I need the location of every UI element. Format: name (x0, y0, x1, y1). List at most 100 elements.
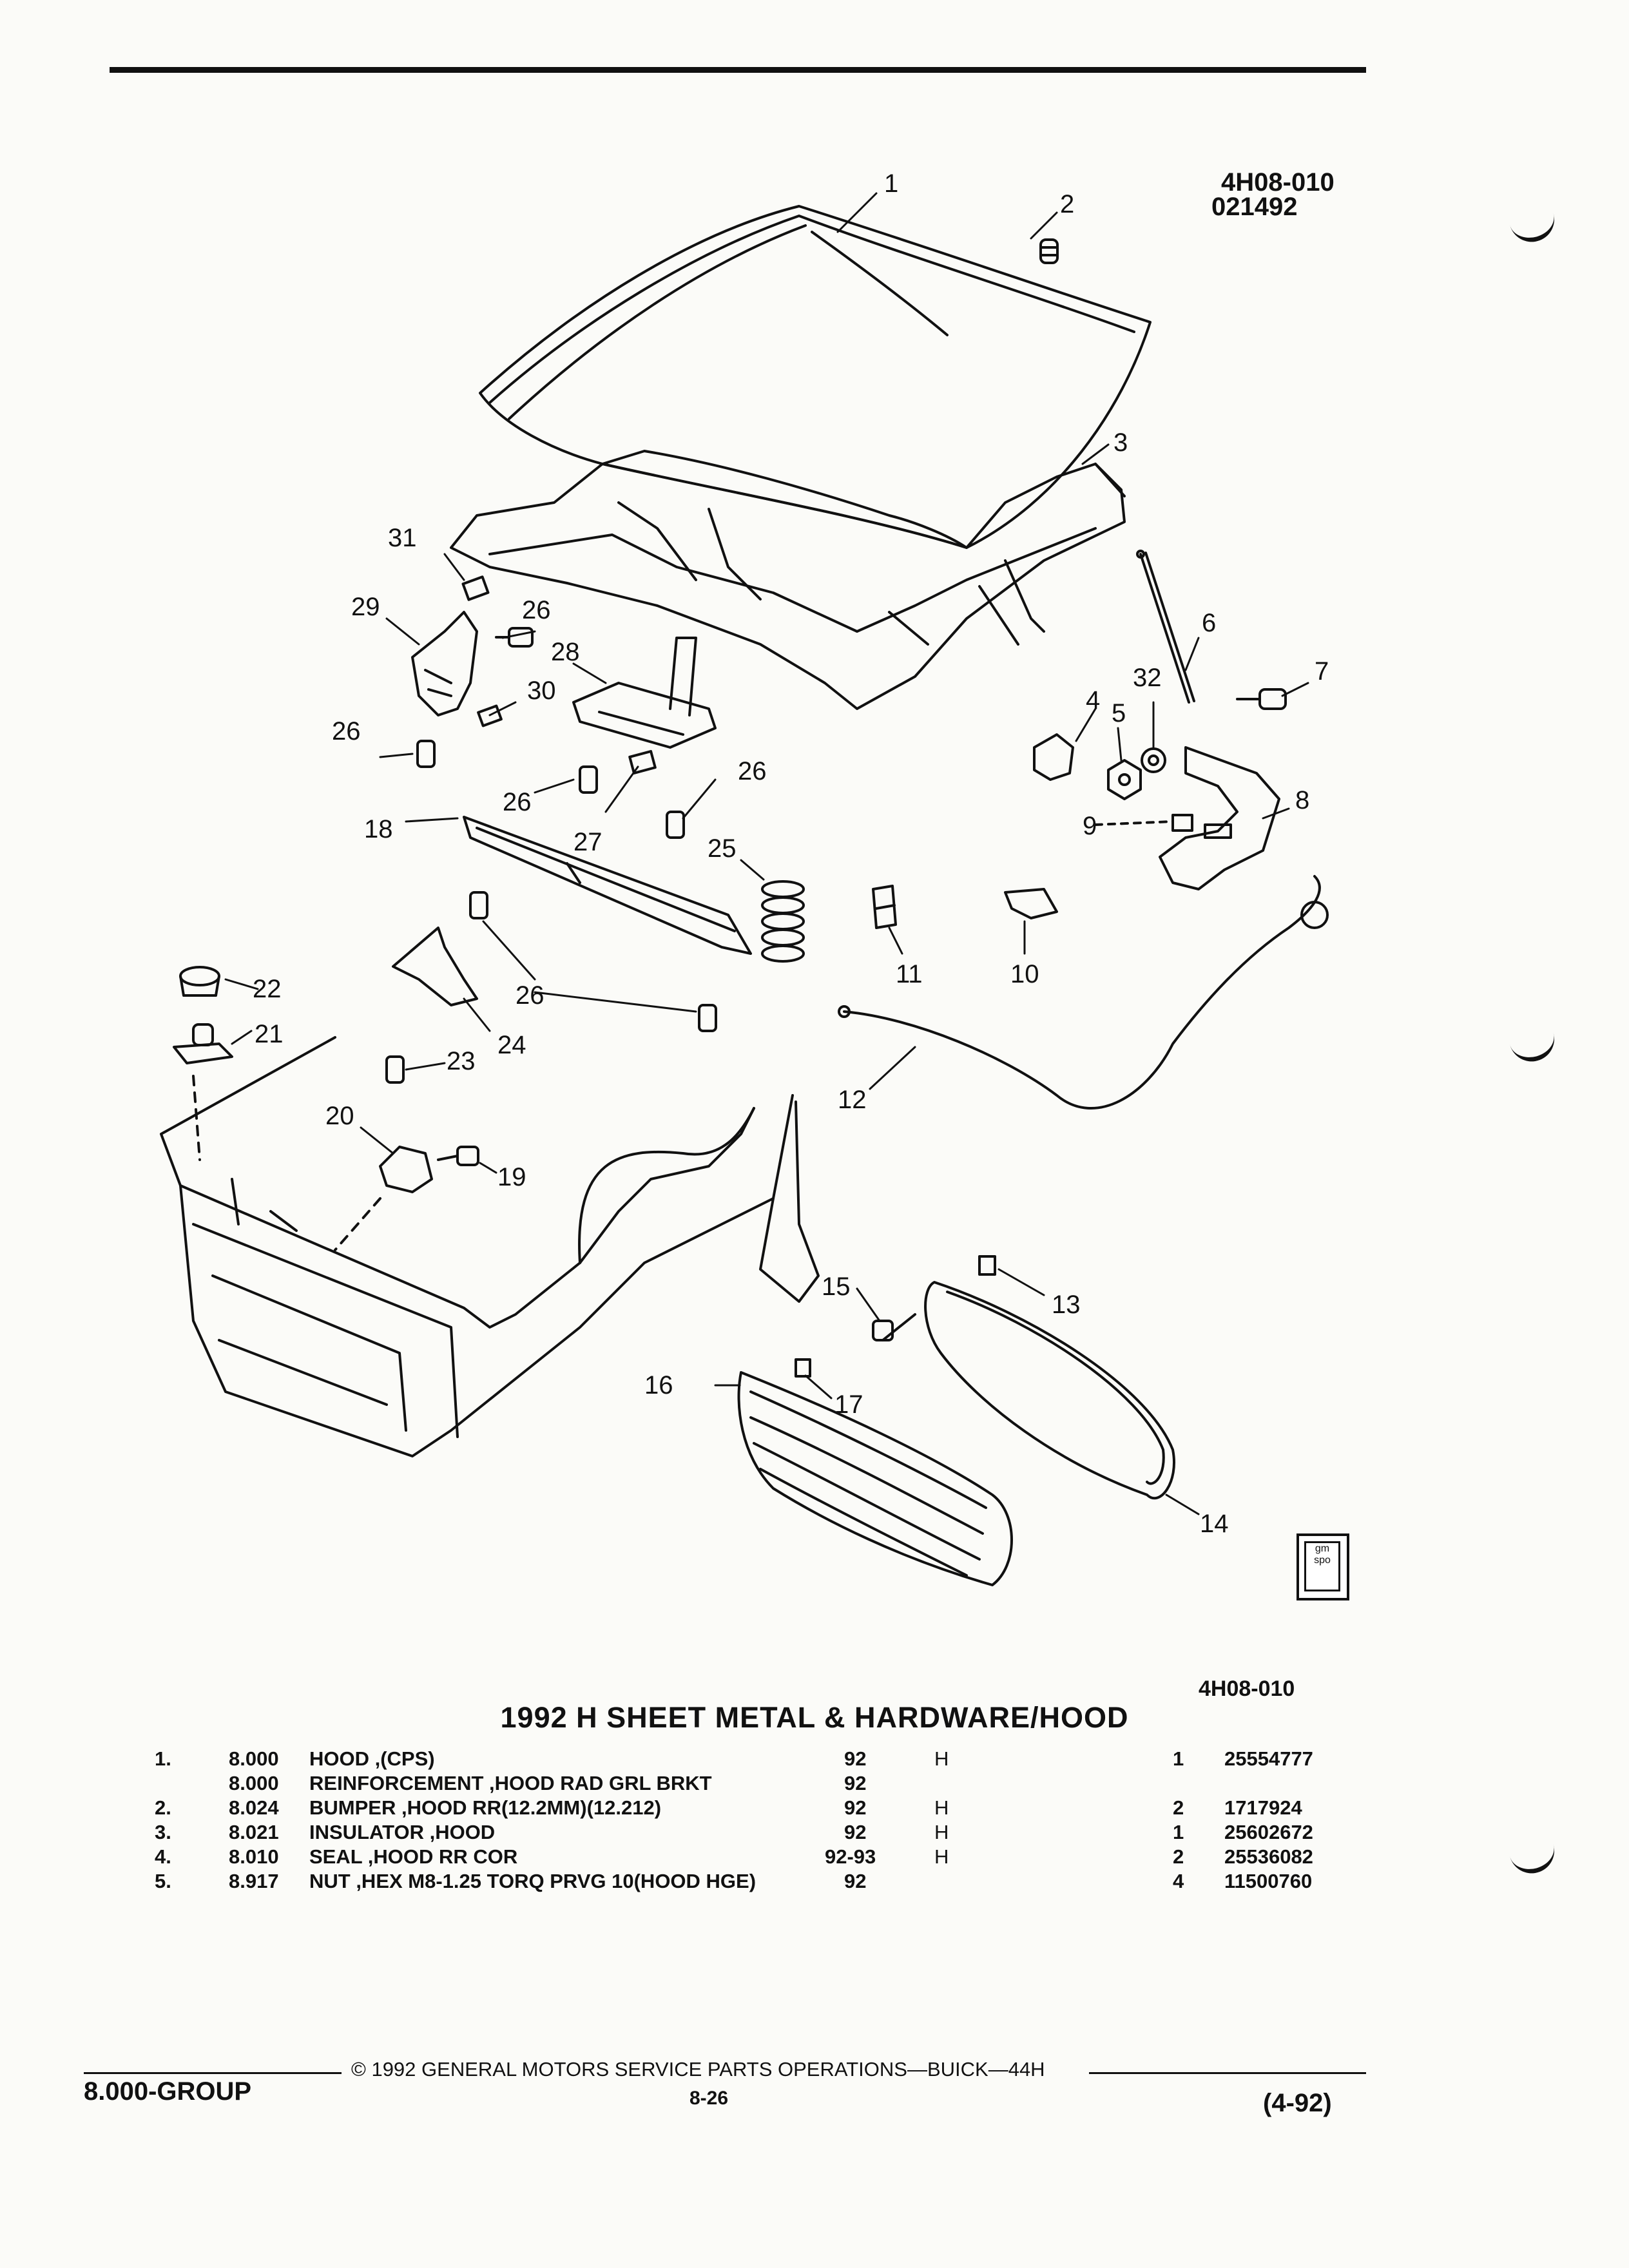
ref-code: 4H08-010 (1221, 168, 1335, 197)
callout-label: 21 (255, 1020, 284, 1048)
bolt-26-part (495, 627, 534, 648)
hood-hinge-left-part (411, 611, 478, 716)
bolt-9-part (1094, 814, 1193, 832)
hood-insulator (450, 463, 1126, 710)
callout-label: 25 (708, 834, 737, 863)
exploded-parts-diagram: 1 2 3 31 29 26 28 6 30 7 4 32 5 8 26 26 … (160, 169, 1329, 1586)
clip-10-part (1004, 888, 1058, 919)
callout-label: 7 (1315, 657, 1329, 686)
parts-row: 2. 8.024 BUMPER ,HOOD RR(12.2MM)(12.212)… (142, 1796, 1366, 1821)
quantity: 1 (1173, 1747, 1184, 1770)
top-rule (110, 67, 1366, 73)
callout-label: 2 (1060, 190, 1074, 218)
callout-label: 30 (527, 677, 556, 705)
bracket-20-part (379, 1146, 433, 1193)
bolt-group-part (416, 740, 717, 1032)
callout-label: 22 (253, 975, 282, 1003)
callout-label: 9 (1083, 812, 1097, 840)
hood-seal-part (1033, 733, 1074, 781)
leader-lines (224, 192, 1309, 1515)
part-number: 25602672 (1224, 1821, 1313, 1843)
bolt-7-part (1236, 688, 1287, 710)
ref-code-bottom: 4H08-010 (1199, 1677, 1295, 1701)
body-code: H (934, 1796, 949, 1819)
callout-label: 10 (1010, 960, 1039, 988)
callout-label: 15 (822, 1273, 851, 1301)
item-number: 1. (155, 1747, 171, 1770)
gm-spo-logo: gm spo (1296, 1533, 1349, 1600)
callout-label: 20 (325, 1102, 354, 1130)
callout-label: 6 (1202, 609, 1216, 637)
callout-label: 27 (574, 828, 602, 856)
group-number: 8.000 (229, 1747, 279, 1770)
part-number: 11500760 (1224, 1870, 1313, 1892)
callout-label: 1 (884, 169, 898, 198)
parts-row: 3. 8.021 INSULATOR ,HOOD 92 H 1 25602672 (142, 1821, 1366, 1845)
callout-label: 11 (896, 960, 923, 988)
parts-list: 1. 8.000 HOOD ,(CPS) 92 H 1 25554777 8.0… (142, 1747, 1366, 1894)
callout-label: 31 (388, 524, 417, 552)
callout-label: 17 (834, 1390, 863, 1419)
radiator-support-bracket-part (463, 816, 752, 955)
bolt-19-part (437, 1146, 479, 1166)
page-title: 1992 H SHEET METAL & HARDWARE/HOOD (500, 1701, 1129, 1734)
callout-label: 26 (522, 596, 551, 624)
release-cable-part (838, 875, 1329, 1110)
grille-part (737, 1371, 1013, 1586)
nut-30-part (477, 704, 503, 727)
body-code: H (934, 1821, 949, 1843)
hex-nut-part (1107, 759, 1142, 800)
callout-label: 12 (838, 1086, 867, 1114)
parts-row: 5. 8.917 NUT ,HEX M8-1.25 TORQ PRVG 10(H… (142, 1870, 1366, 1894)
callout-label: 18 (364, 815, 393, 843)
footer-rule-right (1089, 2072, 1366, 2074)
front-end-structure (160, 1036, 820, 1457)
callout-label: 14 (1200, 1510, 1229, 1538)
quantity: 2 (1173, 1845, 1184, 1868)
grille-seal-part (924, 1281, 1175, 1500)
spring-part (761, 880, 805, 963)
item-number: 2. (155, 1796, 171, 1819)
callout-label: 28 (551, 638, 580, 666)
part-description: INSULATOR ,HOOD (309, 1821, 496, 1843)
quantity: 2 (1173, 1796, 1184, 1819)
callout-label: 19 (497, 1163, 526, 1191)
model-year: 92 (844, 1870, 867, 1892)
binder-tab-mark (1508, 1837, 1559, 1879)
model-year: 92-93 (825, 1845, 876, 1868)
reinforcement-bracket-part (572, 637, 717, 749)
item-number: 3. (155, 1821, 171, 1843)
model-year: 92 (844, 1747, 867, 1770)
hood-strut-part (1136, 550, 1195, 704)
callout-label: 26 (738, 757, 767, 785)
group-label: 8.000-GROUP (84, 2077, 252, 2106)
group-number: 8.024 (229, 1796, 279, 1819)
parts-row: 4. 8.010 SEAL ,HOOD RR COR 92-93 H 2 255… (142, 1845, 1366, 1870)
page-number: 8-26 (689, 2088, 729, 2109)
group-number: 8.010 (229, 1845, 279, 1868)
date-code: 021492 (1211, 193, 1298, 221)
body-code: H (934, 1747, 949, 1770)
footer-rule-left (84, 2072, 342, 2074)
callout-label: 26 (516, 981, 545, 1010)
group-number: 8.917 (229, 1870, 279, 1892)
part-description: HOOD ,(CPS) (309, 1747, 435, 1770)
part-description: REINFORCEMENT ,HOOD RAD GRL BRKT (309, 1772, 712, 1794)
callout-label: 3 (1113, 428, 1128, 457)
quantity: 4 (1173, 1870, 1184, 1892)
callout-label: 24 (497, 1031, 526, 1059)
part-description: BUMPER ,HOOD RR(12.2MM)(12.212) (309, 1796, 662, 1819)
copyright-notice: © 1992 GENERAL MOTORS SERVICE PARTS OPER… (351, 2058, 1045, 2081)
nut-31-part (461, 575, 490, 601)
quantity: 1 (1173, 1821, 1184, 1843)
bumper-22-part (179, 966, 220, 997)
group-number: 8.021 (229, 1821, 279, 1843)
model-year: 92 (844, 1821, 867, 1843)
model-year: 92 (844, 1772, 867, 1794)
hood-bumper-part (1039, 238, 1059, 264)
clip-17-part (795, 1358, 811, 1378)
clip-11-part (872, 885, 897, 929)
part-number: 25554777 (1224, 1747, 1313, 1770)
part-description: SEAL ,HOOD RR COR (309, 1845, 518, 1868)
page-footer: © 1992 GENERAL MOTORS SERVICE PARTS OPER… (84, 2049, 1373, 2126)
